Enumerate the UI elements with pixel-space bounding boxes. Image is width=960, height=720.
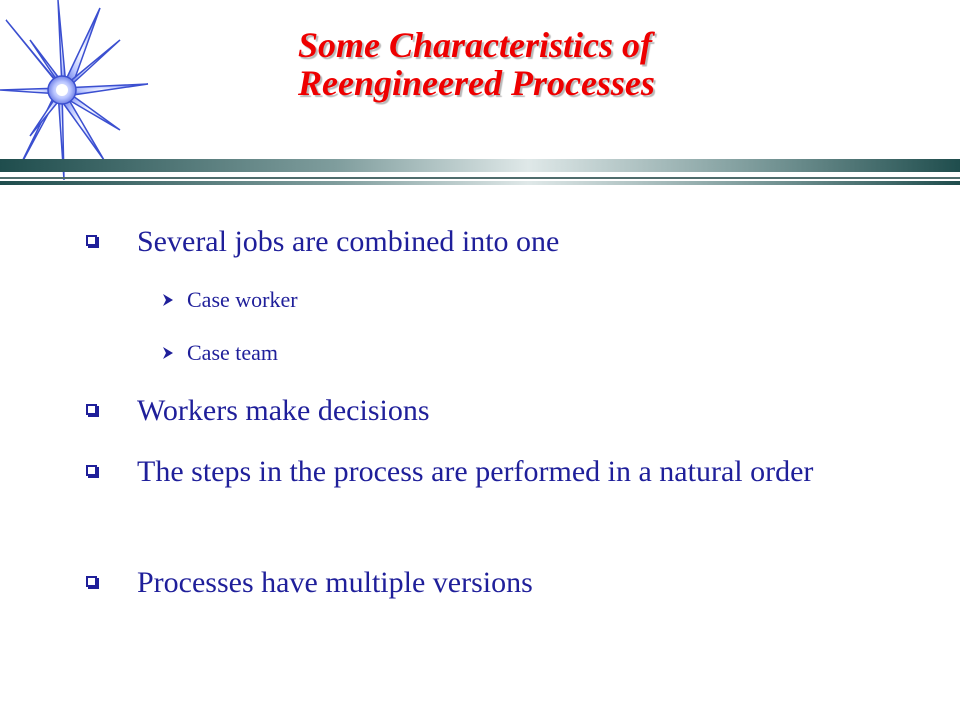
hollow-square-icon	[86, 404, 97, 415]
hollow-square-icon	[86, 465, 97, 476]
bullet-text: The steps in the process are performed i…	[137, 455, 814, 488]
arrowhead-icon	[163, 347, 173, 359]
hollow-square-icon	[86, 576, 97, 587]
title-line-2: Reengineered Processes	[298, 63, 655, 103]
slide-title: Some Characteristics of Reengineered Pro…	[298, 26, 938, 102]
hollow-square-icon	[86, 235, 97, 246]
star-burst-icon	[0, 0, 149, 181]
bullet-text: Workers make decisions	[137, 394, 430, 427]
header-rule	[0, 159, 960, 185]
bullet-text: Processes have multiple versions	[137, 566, 533, 599]
title-line-1: Some Characteristics of	[298, 25, 653, 65]
bullet-text: Case team	[187, 340, 279, 365]
bullet-text: Several jobs are combined into one	[137, 225, 560, 258]
arrowhead-icon	[163, 294, 173, 306]
bullet-text: Case worker	[187, 287, 298, 312]
